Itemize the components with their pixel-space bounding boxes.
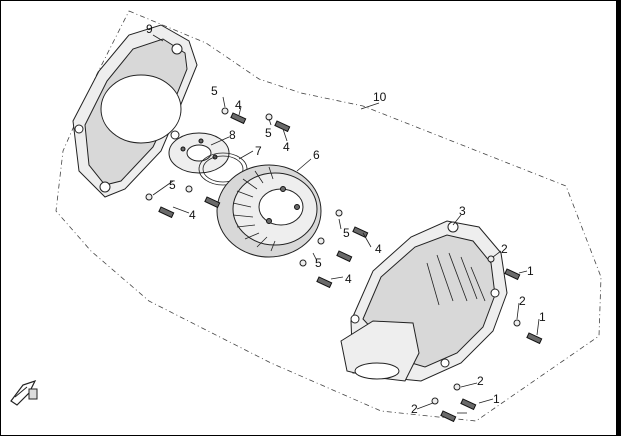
callout-4: 4 (235, 98, 242, 112)
callout-2: 2 (519, 294, 526, 308)
callout-7: 7 (255, 144, 262, 158)
callout-9: 9 (146, 22, 153, 36)
callout-2: 2 (477, 374, 484, 388)
callout-1: 1 (527, 264, 534, 278)
callout-4: 4 (189, 208, 196, 222)
callout-6: 6 (313, 148, 320, 162)
callout-2: 2 (411, 402, 418, 416)
callout-5: 5 (169, 178, 176, 192)
direction-arrow-icon (10, 379, 38, 406)
callout-1: 1 (539, 310, 546, 324)
callout-5: 5 (315, 256, 322, 270)
callout-4: 4 (283, 140, 290, 154)
cooling-fan-part-6 (216, 164, 322, 258)
plate-part-8 (168, 132, 230, 174)
callout-1: 1 (493, 392, 500, 406)
callout-5: 5 (211, 84, 218, 98)
callout-10: 10 (373, 90, 387, 104)
fan-shroud-part-3 (340, 220, 508, 382)
assembly-boundary (55, 10, 602, 422)
callout-5: 5 (343, 226, 350, 240)
frame-edge (616, 1, 620, 435)
callout-2: 2 (501, 242, 508, 256)
callout-3: 3 (459, 204, 466, 218)
callout-5: 5 (265, 126, 272, 140)
callout-4: 4 (375, 242, 382, 256)
fasteners (145, 107, 543, 423)
callout-8: 8 (229, 128, 236, 142)
cover-plate-part-9 (72, 24, 198, 198)
leader-lines (152, 34, 540, 414)
callout-4: 4 (345, 272, 352, 286)
